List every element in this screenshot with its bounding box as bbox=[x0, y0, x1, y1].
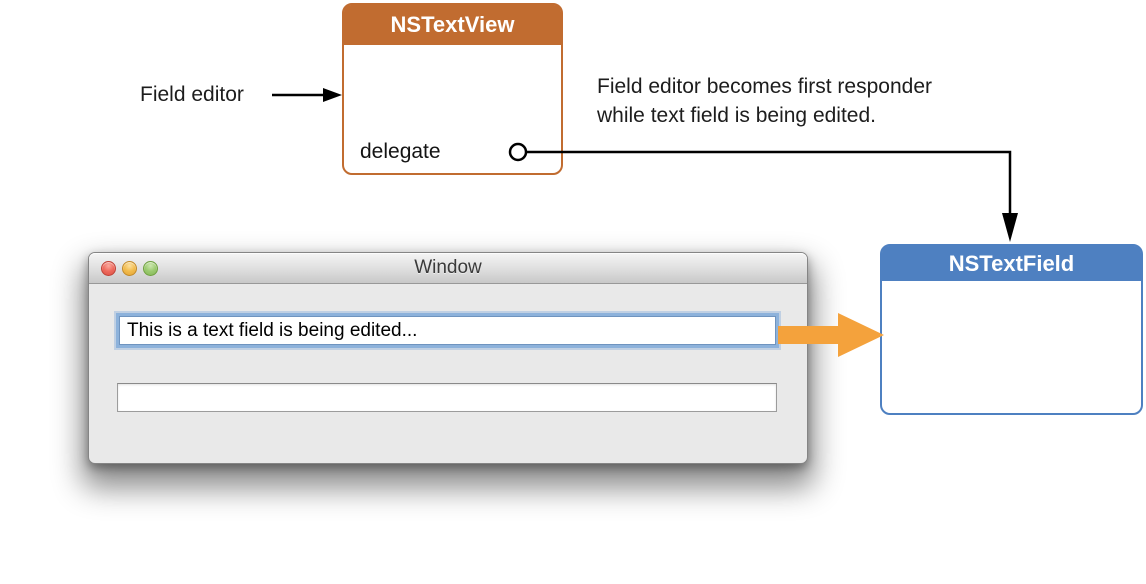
annotation-text: Field editor becomes first responder whi… bbox=[597, 72, 932, 130]
window-titlebar[interactable]: Window bbox=[89, 253, 807, 284]
nstextfield-title: NSTextField bbox=[882, 246, 1141, 281]
traffic-lights bbox=[101, 261, 158, 276]
field-editor-label: Field editor bbox=[140, 83, 244, 106]
mac-window: Window This is a text field is being edi… bbox=[88, 252, 808, 464]
nstextview-title: NSTextView bbox=[344, 5, 561, 45]
annotation-line-1: Field editor becomes first responder bbox=[597, 75, 932, 98]
field-editor-arrowhead bbox=[323, 88, 342, 102]
window-title: Window bbox=[414, 257, 482, 278]
close-button[interactable] bbox=[101, 261, 116, 276]
text-field-empty[interactable] bbox=[117, 383, 777, 412]
text-field-focused-value: This is a text field is being edited... bbox=[127, 320, 418, 341]
minimize-button[interactable] bbox=[122, 261, 137, 276]
annotation-line-2: while text field is being edited. bbox=[597, 104, 876, 127]
nstextfield-box: NSTextField bbox=[880, 244, 1143, 415]
delegate-arrowhead bbox=[1002, 213, 1018, 242]
text-field-focused[interactable]: This is a text field is being edited... bbox=[119, 316, 776, 345]
nstextview-box: NSTextView delegate bbox=[342, 3, 563, 175]
delegate-outlet-label: delegate bbox=[360, 140, 441, 163]
delegate-connector-line bbox=[527, 150, 1012, 216]
zoom-button[interactable] bbox=[143, 261, 158, 276]
